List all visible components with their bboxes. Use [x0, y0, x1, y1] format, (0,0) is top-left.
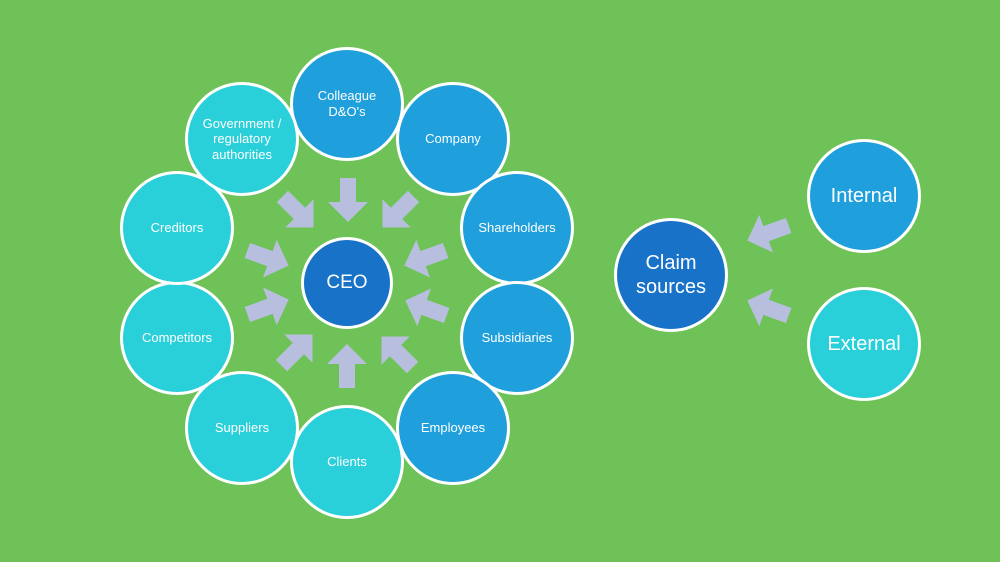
arrow-from-clients [327, 344, 367, 388]
arrow-from-shareholders [397, 231, 453, 285]
node-company: Company [396, 82, 510, 196]
node-creditors-label: Creditors [150, 220, 204, 236]
arrow-from-government [268, 182, 328, 242]
node-claim-sources-label: Claim sources [635, 252, 707, 298]
node-competitors: Competitors [120, 281, 234, 395]
node-suppliers-label: Suppliers [214, 420, 270, 436]
node-claim-sources: Claim sources [614, 218, 728, 332]
node-clients-label: Clients [327, 454, 367, 470]
arrow-from-internal [740, 206, 796, 260]
arrow-from-employees [367, 322, 427, 382]
node-employees-label: Employees [420, 420, 486, 436]
node-government: Government / regulatory authorities [185, 82, 299, 196]
node-government-label: Government / regulatory authorities [202, 115, 282, 162]
arrow-from-competitors [240, 280, 296, 334]
arrow-from-subsidiaries [398, 281, 454, 335]
node-ceo: CEO [301, 237, 393, 329]
node-subsidiaries-label: Subsidiaries [481, 330, 553, 346]
node-external: External [807, 287, 921, 401]
node-creditors: Creditors [120, 171, 234, 285]
node-ceo-label: CEO [326, 271, 368, 293]
node-company-label: Company [425, 131, 481, 147]
node-external-label: External [827, 333, 901, 355]
node-colleague-dos: Colleague D&O's [290, 47, 404, 161]
node-clients: Clients [290, 405, 404, 519]
node-subsidiaries: Subsidiaries [460, 281, 574, 395]
arrow-from-suppliers [267, 320, 327, 380]
node-colleague-dos-label: Colleague D&O's [317, 88, 377, 119]
arrow-from-company [368, 182, 428, 242]
node-internal-label: Internal [830, 185, 898, 207]
node-shareholders-label: Shareholders [478, 220, 556, 236]
arrow-from-external [740, 281, 796, 335]
arrow-from-colleague [328, 178, 368, 222]
node-suppliers: Suppliers [185, 371, 299, 485]
arrow-from-creditors [240, 231, 296, 285]
node-competitors-label: Competitors [141, 330, 213, 346]
node-employees: Employees [396, 371, 510, 485]
node-shareholders: Shareholders [460, 171, 574, 285]
node-internal: Internal [807, 139, 921, 253]
